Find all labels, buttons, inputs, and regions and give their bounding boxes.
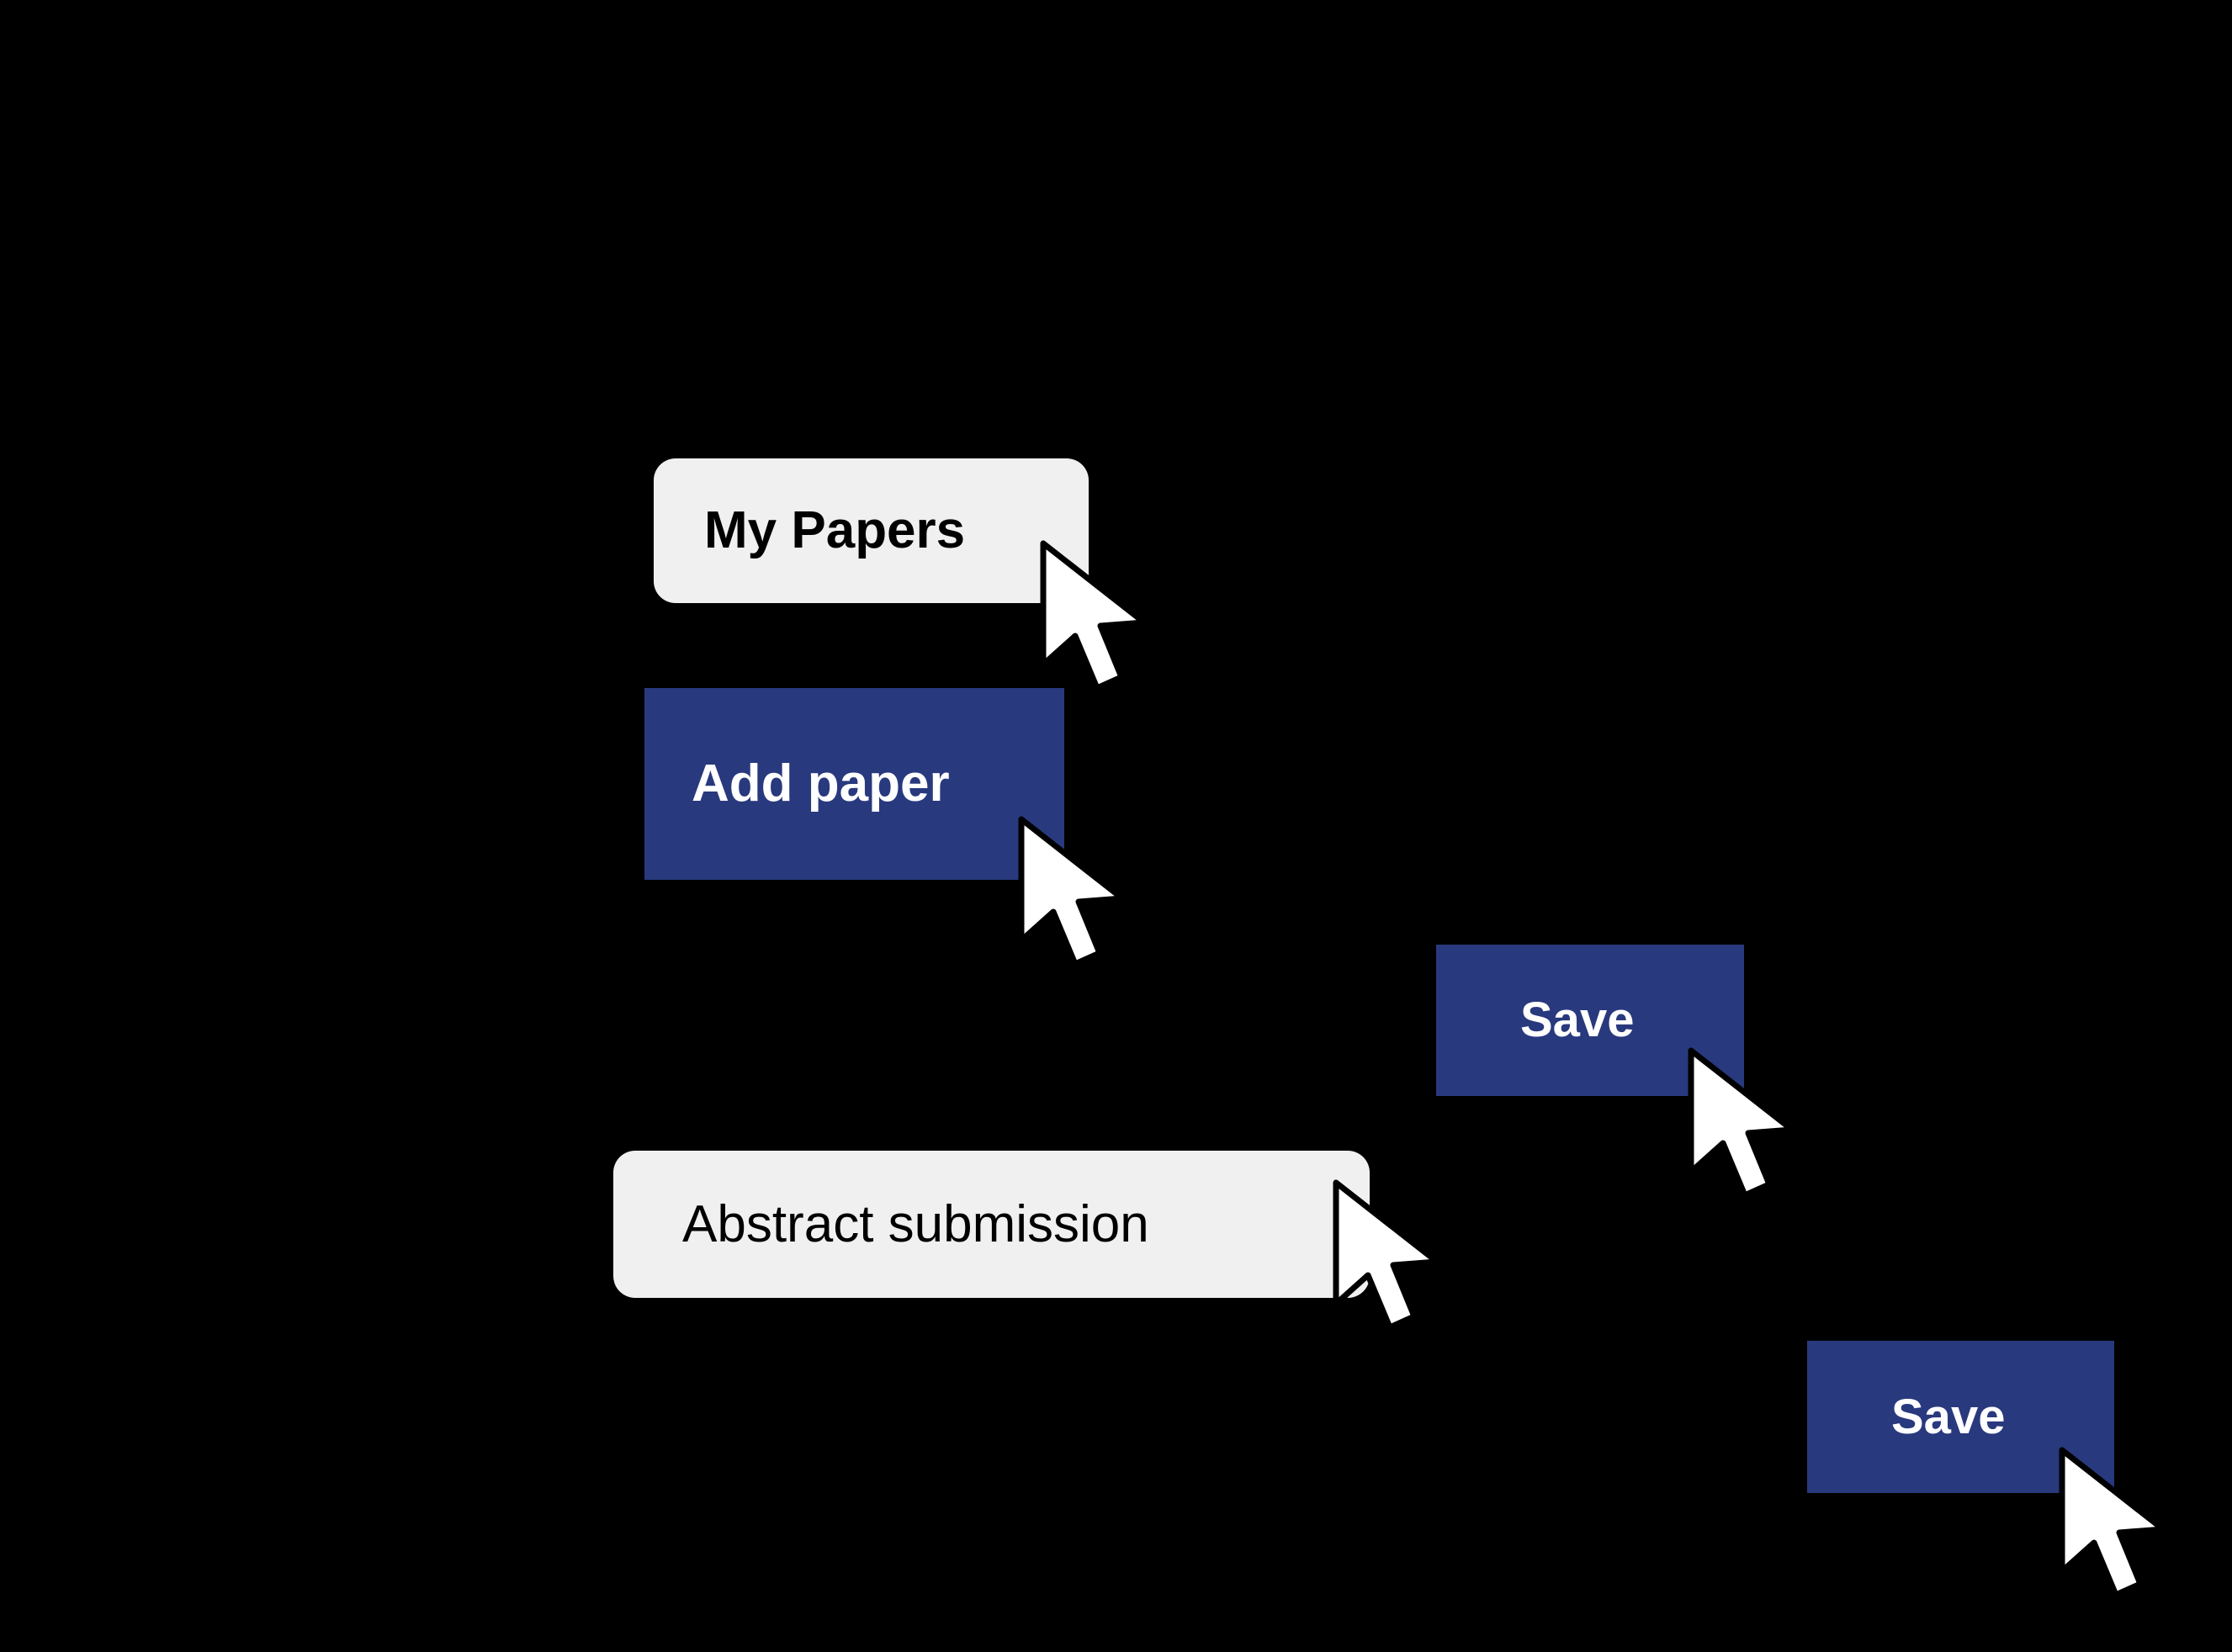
add-paper-button[interactable]: Add paper — [644, 688, 1064, 880]
save-button-label: Save — [1891, 1389, 2006, 1444]
abstract-submission-label: Abstract submission — [682, 1194, 1149, 1253]
save-button[interactable]: Save — [1807, 1341, 2114, 1493]
abstract-submission-field[interactable]: Abstract submission — [613, 1151, 1370, 1298]
my-papers-chip[interactable]: My Papers — [654, 458, 1089, 603]
my-papers-label: My Papers — [704, 501, 966, 559]
save-button-label: Save — [1520, 993, 1635, 1047]
save-button[interactable]: Save — [1436, 945, 1744, 1096]
add-paper-label: Add paper — [692, 755, 950, 813]
